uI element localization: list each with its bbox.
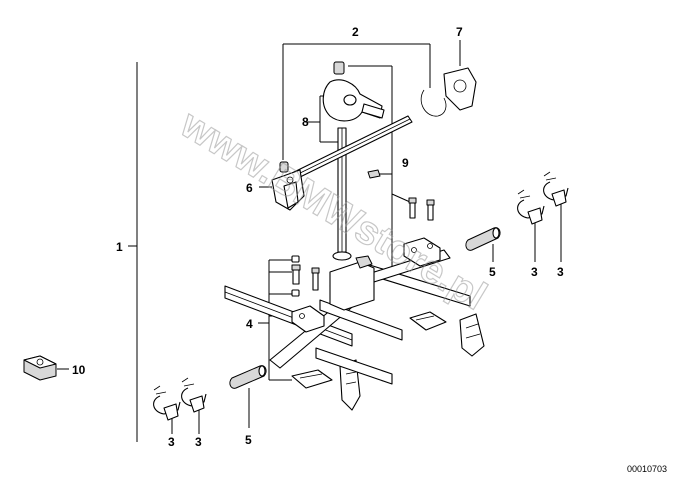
- holder-head: [322, 61, 385, 122]
- diagram-reference-number: 00010703: [627, 464, 667, 474]
- callout-9: 9: [402, 156, 409, 170]
- end-cap-lower: [229, 365, 267, 389]
- callout-2: 2: [352, 25, 359, 39]
- callout-6: 6: [246, 181, 253, 195]
- screw-set-left: [291, 255, 333, 389]
- callout-5-lower: 5: [245, 433, 252, 447]
- callout-1: 1: [116, 240, 123, 254]
- callout-5-right: 5: [489, 265, 496, 279]
- part-10-block: [23, 355, 57, 381]
- callout-8: 8: [302, 115, 309, 129]
- callout-labels: 1 2 7 8 9 6 4 5 5 3 3 3 3 10: [72, 25, 564, 449]
- callout-3-right-b: 3: [557, 265, 564, 279]
- strap-clamps-right: [517, 171, 569, 225]
- rubber-pad-right: [409, 311, 447, 331]
- carrier-base-frame: [224, 249, 485, 411]
- end-cap-right: [465, 227, 501, 251]
- screw-set-right: [367, 169, 441, 267]
- callout-10: 10: [72, 363, 86, 377]
- arm-clamp: [271, 161, 305, 211]
- callout-4: 4: [246, 317, 253, 331]
- callout-3-lower-a: 3: [168, 435, 175, 449]
- vertical-mast: [332, 127, 373, 269]
- strap-clamps-lower: [153, 377, 207, 421]
- bracket-with-ring: [420, 67, 477, 117]
- callout-3-right-a: 3: [531, 265, 538, 279]
- callout-3-lower-b: 3: [195, 435, 202, 449]
- callout-7: 7: [456, 25, 463, 39]
